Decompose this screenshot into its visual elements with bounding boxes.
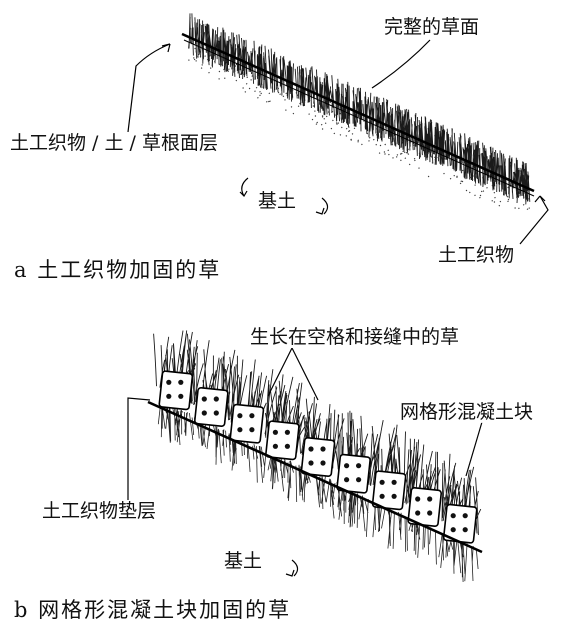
diagram-a-grass <box>188 13 531 211</box>
label-intact-turf: 完整的草面 <box>382 16 482 38</box>
block-hole <box>344 463 350 469</box>
curl-arrow-a-right <box>315 197 329 215</box>
arrowhead-geotextile <box>534 195 546 203</box>
block-hole <box>391 493 397 499</box>
label-subsoil-a: 基土 <box>256 190 299 212</box>
caption-b: b 网格形混凝土块加固的草 <box>14 598 292 622</box>
block-hole <box>450 513 456 519</box>
block-hole <box>166 379 172 385</box>
block-hole <box>308 460 314 466</box>
label-concrete-grid-blocks: 网格形混凝土块 <box>398 401 536 423</box>
block-hole <box>272 429 278 435</box>
label-geotextile: 土工织物 <box>436 244 517 266</box>
block-hole <box>213 410 219 416</box>
block-hole <box>462 513 468 519</box>
concrete-block <box>229 403 265 444</box>
block-hole <box>249 413 255 419</box>
block-hole <box>391 479 397 485</box>
concrete-block <box>193 387 229 427</box>
block-hole <box>450 527 456 533</box>
block-hole <box>237 413 243 419</box>
block-hole <box>284 443 290 449</box>
block-hole <box>462 527 468 533</box>
concrete-block <box>336 453 371 494</box>
label-grass-in-cells: 生长在空格和接缝中的草 <box>248 326 462 348</box>
block-hole <box>320 446 326 452</box>
leader-grass-in-cells-2 <box>291 347 319 401</box>
block-hole <box>356 463 362 469</box>
block-hole <box>178 379 184 385</box>
arrowhead-root-layer <box>161 43 171 53</box>
soil-speckle-a <box>188 47 531 211</box>
block-hole <box>344 477 350 483</box>
curl-arrow-b <box>285 559 299 577</box>
block-hole <box>201 396 207 402</box>
block-hole <box>415 510 421 516</box>
block-hole <box>178 393 184 399</box>
block-hole <box>427 496 433 502</box>
leader-root-layer <box>127 43 171 133</box>
block-hole <box>379 493 385 499</box>
block-hole <box>201 410 207 416</box>
block-hole <box>320 460 326 466</box>
block-hole <box>415 496 421 502</box>
block-hole <box>166 393 172 399</box>
curl-arrow-a-left <box>239 177 249 197</box>
block-hole <box>272 443 278 449</box>
block-hole <box>379 479 385 485</box>
caption-a: a 土工织物加固的草 <box>14 258 222 282</box>
diagram-b-leaders <box>127 347 483 577</box>
grass-blades-a <box>188 13 531 205</box>
label-geotextile-underlay: 土工织物垫层 <box>40 500 159 522</box>
leader-geotextile <box>519 195 549 245</box>
block-hole <box>237 427 243 433</box>
diagram-a-leaders <box>127 39 549 245</box>
block-hole <box>427 510 433 516</box>
concrete-block <box>300 437 336 477</box>
geotextile-line-a-lower <box>183 39 535 197</box>
block-hole <box>213 396 219 402</box>
leader-grass-in-cells <box>267 347 293 397</box>
leader-intact-turf <box>371 39 431 89</box>
block-hole <box>249 427 255 433</box>
concrete-block <box>265 420 300 461</box>
geotextile-underlay-line <box>147 400 483 554</box>
geotextile-line-a <box>181 32 535 193</box>
label-subsoil-b: 基土 <box>222 550 265 572</box>
block-hole <box>284 429 290 435</box>
leader-geotextile-underlay <box>127 397 151 500</box>
concrete-blocks <box>158 370 478 544</box>
label-geotextile-soil-root-layer: 土工织物 / 土 / 草根面层 <box>8 132 220 154</box>
concrete-block <box>158 370 194 411</box>
leader-concrete-blocks <box>465 421 483 477</box>
block-hole <box>308 446 314 452</box>
block-hole <box>356 477 362 483</box>
